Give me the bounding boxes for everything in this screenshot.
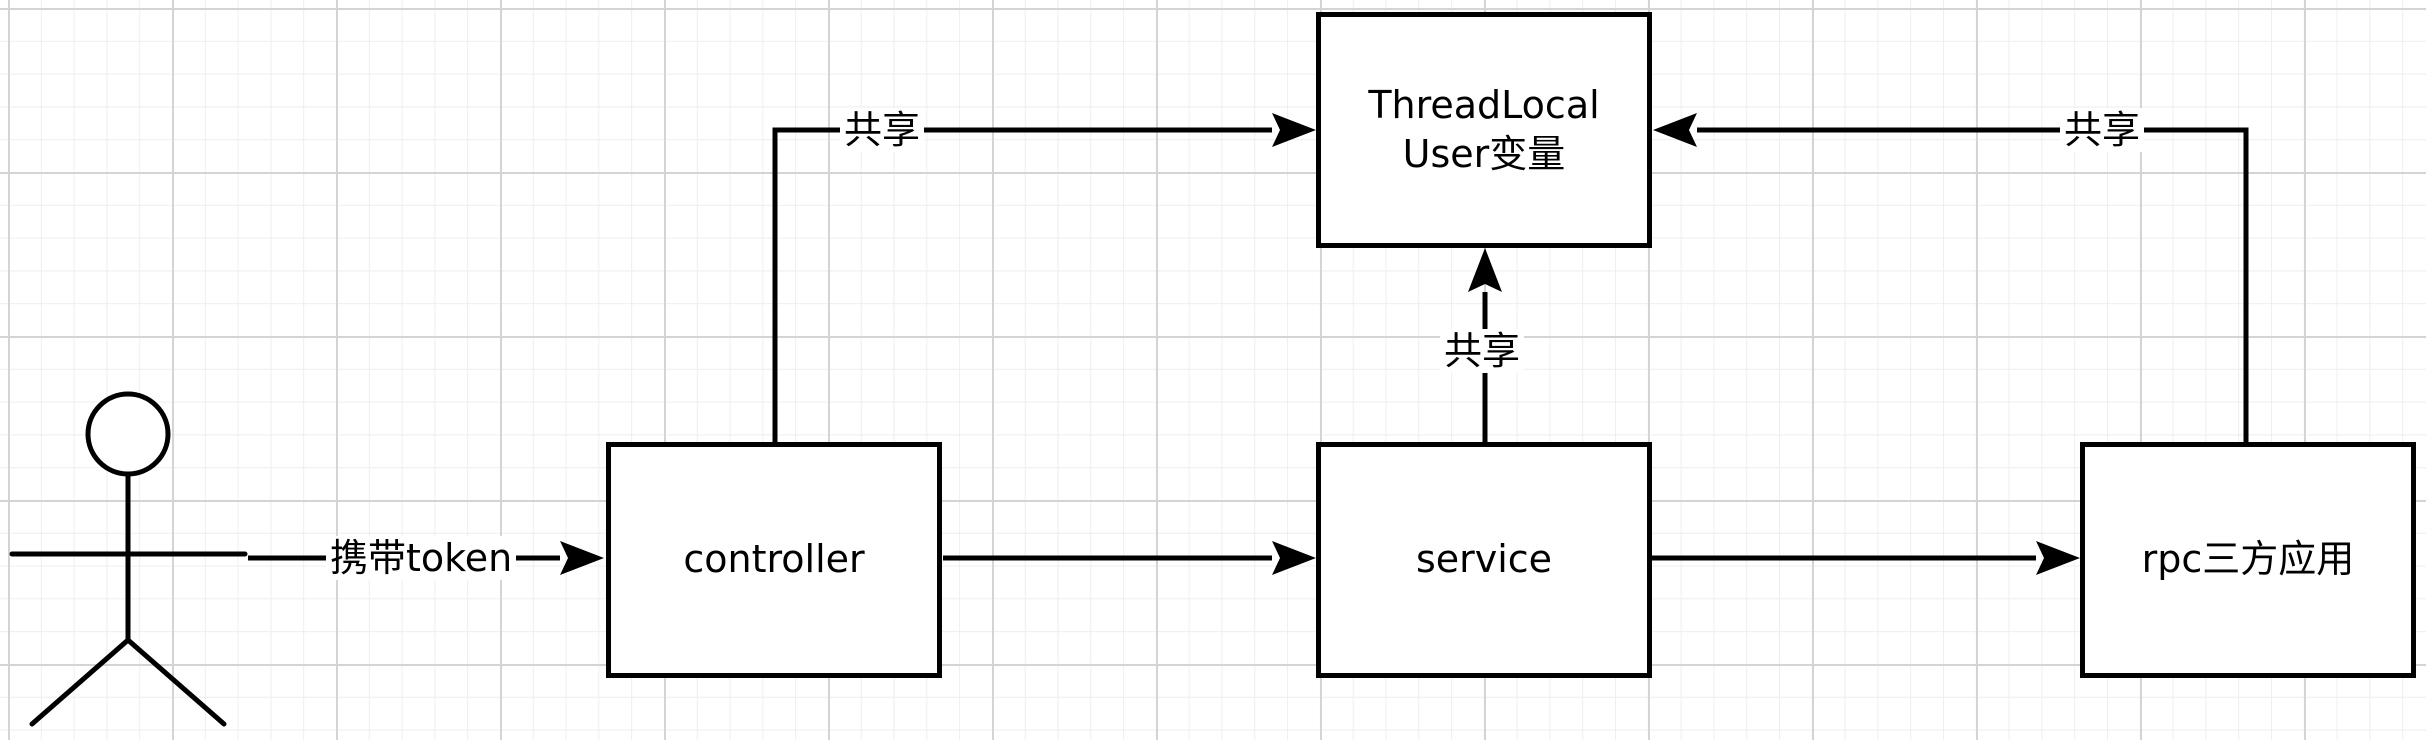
edge-rpc-to-threadlocal (1653, 113, 2249, 442)
edge-label-service-share: 共享 (1440, 329, 1525, 373)
service-label: service (1415, 537, 1553, 582)
edge-service-to-rpc (1651, 541, 2080, 575)
user-actor-icon (9, 391, 248, 727)
edge-controller-to-service (943, 541, 1316, 575)
threadlocal-label: ThreadLocal User变量 (1368, 81, 1599, 180)
edge-label-rpc-share: 共享 (2060, 108, 2145, 152)
threadlocal-label-line2: User变量 (1402, 132, 1566, 176)
threadlocal-box: ThreadLocal User变量 (1316, 12, 1652, 248)
rpc-box: rpc三方应用 (2080, 442, 2416, 678)
rpc-label: rpc三方应用 (2141, 537, 2355, 582)
controller-label: controller (683, 537, 865, 582)
controller-box: controller (606, 442, 942, 678)
edge-label-controller-share: 共享 (840, 108, 925, 152)
service-box: service (1316, 442, 1652, 678)
threadlocal-label-line1: ThreadLocal (1368, 82, 1600, 127)
edge-controller-to-threadlocal (772, 113, 1316, 442)
edge-label-carry-token: 携带token (326, 536, 517, 580)
